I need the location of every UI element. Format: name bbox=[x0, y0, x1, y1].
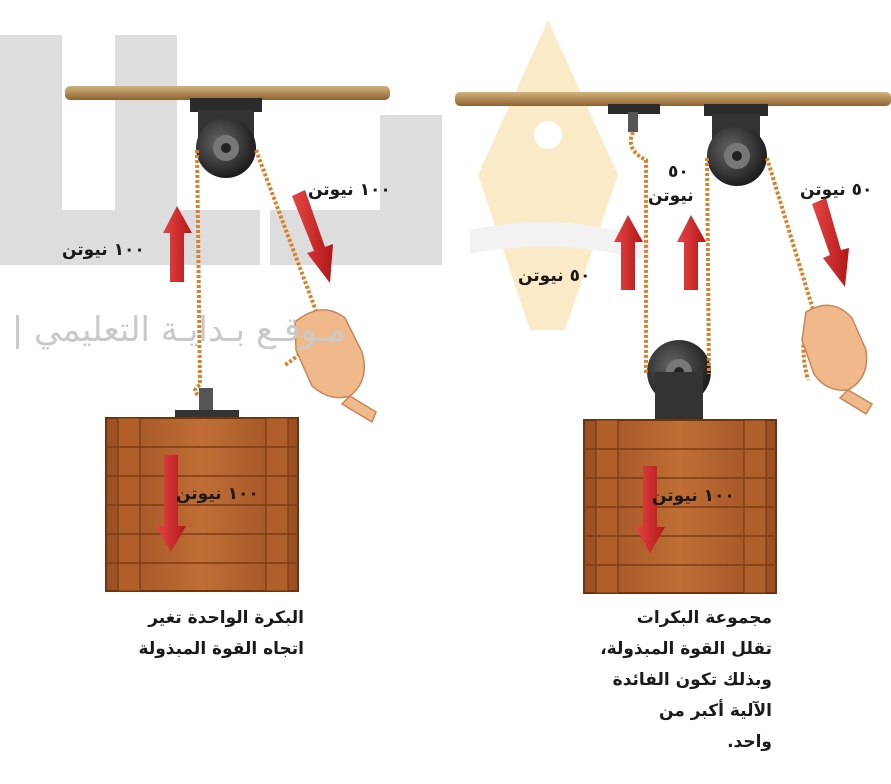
left-ceiling-beam bbox=[65, 86, 390, 100]
left-arrow-up bbox=[163, 206, 192, 282]
watermark-site-name: مـوقـع بـدايـة التعليمي | bbox=[11, 310, 346, 350]
right-caption-line: الآلية أكبر من bbox=[658, 701, 772, 721]
right-caption-line: واحد. bbox=[727, 732, 772, 752]
left-crate-hook bbox=[175, 388, 239, 420]
right-fixed-pulley-icon bbox=[704, 104, 768, 186]
left-arrow-effort bbox=[292, 190, 333, 283]
right-rope bbox=[628, 131, 817, 381]
right-ceiling-anchor bbox=[608, 104, 660, 132]
right-label-load: ١٠٠ نيوتن bbox=[652, 486, 735, 506]
right-ceiling-beam bbox=[455, 92, 891, 106]
right-crate bbox=[583, 419, 777, 594]
right-label-effort: ٥٠ نيوتن bbox=[800, 180, 873, 200]
right-arrow-effort bbox=[812, 198, 849, 287]
right-hand-icon bbox=[801, 304, 874, 416]
right-caption-line: تقلل القوة المبذولة، bbox=[600, 639, 772, 659]
left-caption-line: اتجاه القوة المبذولة bbox=[138, 639, 304, 659]
right-movable-pulley-icon bbox=[647, 340, 711, 422]
right-caption: مجموعة البكرات تقلل القوة المبذولة، وبذل… bbox=[580, 603, 772, 758]
left-hand-icon bbox=[294, 309, 377, 424]
left-label-up: ١٠٠ نيوتن bbox=[62, 240, 145, 260]
left-label-load: ١٠٠ نيوتن bbox=[176, 484, 259, 504]
left-crate bbox=[105, 417, 299, 592]
right-arrow-up-left bbox=[614, 215, 643, 290]
left-caption: البكرة الواحدة تغير اتجاه القوة المبذولة bbox=[116, 603, 304, 665]
left-label-effort: ١٠٠ نيوتن bbox=[308, 180, 391, 200]
right-label-middle-number: ٥٠ bbox=[668, 162, 689, 182]
right-arrow-up-middle bbox=[677, 215, 706, 290]
right-caption-line: وبذلك تكون الفائدة bbox=[612, 670, 772, 690]
right-label-up-left: ٥٠ نيوتن bbox=[518, 266, 591, 286]
right-arrow-load bbox=[635, 466, 665, 553]
left-arrow-load bbox=[156, 455, 186, 552]
left-rope bbox=[193, 149, 327, 400]
left-caption-line: البكرة الواحدة تغير bbox=[148, 608, 304, 628]
right-caption-line: مجموعة البكرات bbox=[636, 608, 772, 628]
left-pulley-icon bbox=[190, 98, 262, 178]
right-label-middle-unit: نيوتن bbox=[648, 186, 694, 206]
